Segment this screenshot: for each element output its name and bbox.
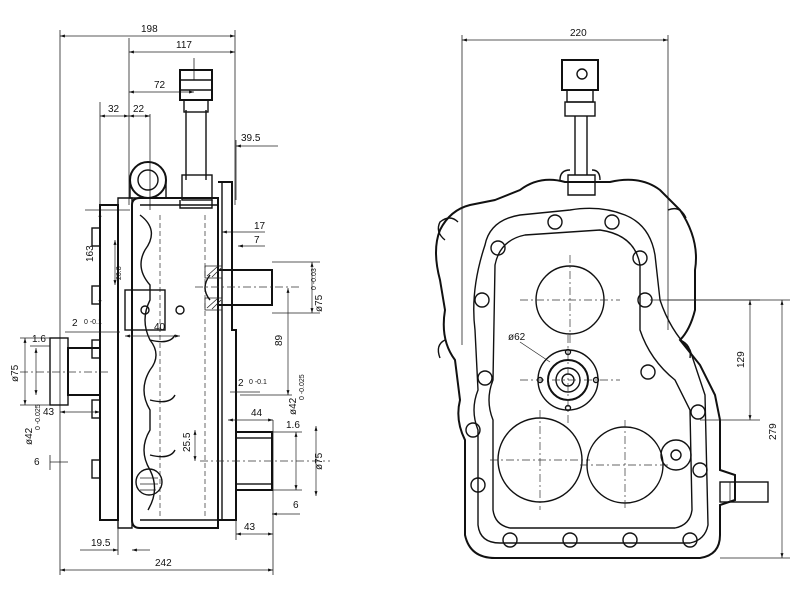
dim-279: 279	[668, 299, 790, 559]
dim-bottom-43-label: 43	[244, 522, 256, 533]
side-view: 198 117 72 32 22 39.5 17 7	[10, 24, 330, 575]
dim-20-8-label: 20.8	[116, 266, 123, 280]
dim-bottom-6-label: 6	[293, 500, 299, 511]
dim-left-dia-42-label: ø42	[24, 427, 35, 445]
dim-198: 198	[60, 24, 235, 38]
dim-left-43-label: 43	[43, 407, 55, 418]
dim-tol-2-lower-dev-label: 0 -0.1	[249, 379, 267, 386]
dim-72: 72	[129, 80, 194, 94]
dim-left-43: 43	[43, 407, 100, 418]
dim-dia-62-label: ø62	[508, 332, 526, 343]
dim-72-label: 72	[154, 80, 166, 91]
dim-242: 242	[60, 558, 273, 572]
dim-39-5-label: 39.5	[241, 133, 261, 144]
dim-40-label: 40	[154, 322, 166, 333]
dim-left-dia-42-tol-label: 0 -0.025	[35, 404, 42, 430]
dim-22: 22	[129, 104, 150, 118]
dim-shaft-dia-75: ø75 0 -0.03	[272, 261, 325, 314]
dim-right-44-label: 44	[251, 408, 263, 419]
dim-117: 117	[129, 40, 235, 54]
dim-89: 89	[240, 288, 292, 396]
dim-129-label: 129	[736, 351, 747, 368]
dim-22-label: 22	[133, 104, 145, 115]
dim-20-8: 20.8	[113, 240, 123, 285]
dim-shaft-dia-75-label: ø75	[314, 294, 325, 312]
dim-7-label: 7	[254, 235, 260, 246]
dim-shaft-tol-75-label: 0 -0.03	[311, 268, 318, 290]
dim-89-label: 89	[274, 334, 285, 346]
front-oil-pipe	[559, 59, 601, 196]
dim-17: 17	[222, 221, 266, 234]
dim-32-label: 32	[108, 104, 120, 115]
dim-25-5-label: 25.5	[182, 432, 193, 452]
front-bolt-holes	[465, 214, 708, 548]
dim-left-dia-42: ø42 0 -0.025	[24, 348, 42, 445]
dim-right-dia-75: ø75	[314, 426, 325, 496]
dim-left-6: 6	[34, 455, 68, 470]
dim-220: 220	[461, 28, 669, 345]
dim-tol-2-upper-label: 2	[72, 318, 78, 329]
side-left-shaft	[20, 337, 110, 406]
dim-tol-2-upper: 2 0 -0.1	[65, 318, 120, 333]
center-hub: ø62	[508, 332, 620, 425]
dim-tol-2-lower: 2 0 -0.1	[230, 378, 267, 393]
dim-right-dia-42-label: ø42	[288, 397, 299, 415]
dim-bottom-6: 6	[272, 500, 300, 516]
dim-7: 7	[238, 235, 265, 248]
dim-279-label: 279	[768, 423, 779, 440]
side-right-shaft	[200, 431, 330, 491]
dim-right-dia-75-label: ø75	[314, 452, 325, 470]
dim-242-label: 242	[155, 558, 172, 569]
front-shaft-stub	[719, 481, 769, 503]
dim-117-label: 117	[176, 40, 192, 51]
dim-bottom-19-5: 19.5	[80, 528, 150, 555]
dim-right-1-6: 1.6	[286, 420, 300, 431]
dim-bottom-43: 43	[235, 520, 273, 540]
dim-right-dia-42-tol-label: 0 -0.025	[299, 374, 306, 400]
dim-right-dia-42: ø42 0 -0.025	[272, 374, 306, 491]
dim-right-1-6-label: 1.6	[286, 420, 300, 431]
dim-32: 32	[100, 104, 129, 118]
dim-198-label: 198	[141, 24, 158, 35]
front-view: 220	[435, 28, 790, 559]
dim-left-dia-75-label: ø75	[10, 364, 21, 382]
front-housing-outline	[435, 178, 736, 559]
dim-bottom-19-5-label: 19.5	[91, 538, 111, 549]
dim-17-label: 17	[254, 221, 266, 232]
dim-left-dia-75: ø75	[10, 337, 50, 406]
dim-tol-2-upper-dev-label: 0 -0.1	[84, 319, 102, 326]
dim-tol-2-lower-label: 2	[238, 378, 244, 389]
dim-163-label: 163	[85, 245, 96, 262]
dim-39-5: 39.5	[235, 133, 278, 200]
dim-25-5: 25.5	[182, 430, 197, 461]
side-housing: 40	[91, 69, 300, 529]
dim-right-44: 44	[228, 408, 273, 422]
dim-left-6-label: 6	[34, 457, 40, 468]
dim-left-1-6: 1.6	[30, 334, 50, 347]
dim-220-label: 220	[570, 28, 587, 39]
dim-left-1-6-label: 1.6	[32, 334, 46, 345]
